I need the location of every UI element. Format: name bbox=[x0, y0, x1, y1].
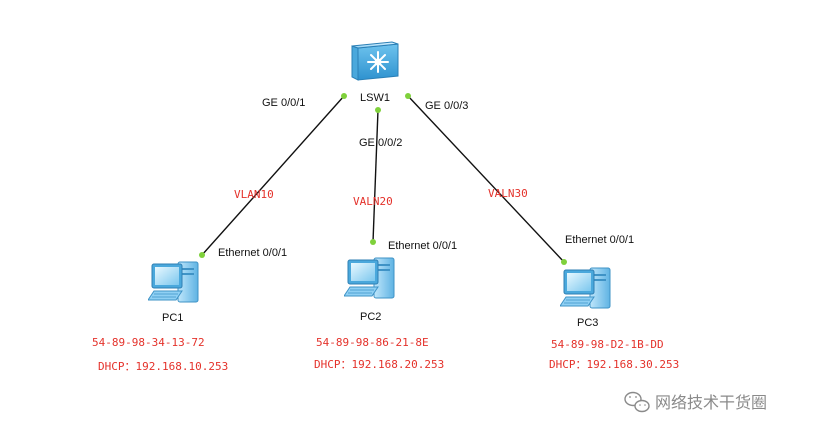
watermark-text: 网络技术干货圈 bbox=[655, 393, 767, 412]
port-dot-ge001 bbox=[341, 93, 347, 99]
pc3-mac: 54-89-98-D2-1B-DD bbox=[551, 338, 664, 351]
pc-port-label-2: Ethernet 0/0/1 bbox=[388, 240, 457, 252]
pc2-name: PC2 bbox=[360, 311, 381, 323]
port-dot-ge003 bbox=[405, 93, 411, 99]
vlan-label-3: VALN30 bbox=[488, 187, 528, 200]
pc1-mac: 54-89-98-34-13-72 bbox=[92, 336, 205, 349]
pc1-name: PC1 bbox=[162, 312, 183, 324]
layer3-switch-icon[interactable] bbox=[351, 41, 399, 81]
pc-port-label-3: Ethernet 0/0/1 bbox=[565, 234, 634, 246]
pc3-icon[interactable] bbox=[560, 267, 611, 309]
port-dot-pc3 bbox=[561, 259, 567, 265]
pc3-dhcp: DHCP：192.168.30.253 bbox=[549, 358, 679, 371]
switch-port-label-2: GE 0/0/2 bbox=[359, 137, 402, 149]
link-pc1 bbox=[201, 95, 345, 256]
link-pc2 bbox=[372, 109, 379, 243]
pc1-icon[interactable] bbox=[148, 261, 199, 303]
pc2-dhcp: DHCP：192.168.20.253 bbox=[314, 358, 444, 371]
vlan-label-2: VALN20 bbox=[353, 195, 393, 208]
port-dot-pc1 bbox=[199, 252, 205, 258]
pc2-icon[interactable] bbox=[344, 257, 395, 299]
pc3-name: PC3 bbox=[577, 317, 598, 329]
pc1-dhcp: DHCP：192.168.10.253 bbox=[98, 360, 228, 373]
switch-port-label-1: GE 0/0/1 bbox=[262, 97, 305, 109]
port-dot-pc2 bbox=[370, 239, 376, 245]
pc2-mac: 54-89-98-86-21-8E bbox=[316, 336, 429, 349]
switch-name: LSW1 bbox=[360, 92, 390, 104]
port-dot-ge002 bbox=[375, 107, 381, 113]
vlan-label-1: VLAN10 bbox=[234, 188, 274, 201]
link-pc3 bbox=[407, 95, 565, 263]
wechat-icon bbox=[624, 391, 650, 413]
switch-port-label-3: GE 0/0/3 bbox=[425, 100, 468, 112]
pc-port-label-1: Ethernet 0/0/1 bbox=[218, 247, 287, 259]
